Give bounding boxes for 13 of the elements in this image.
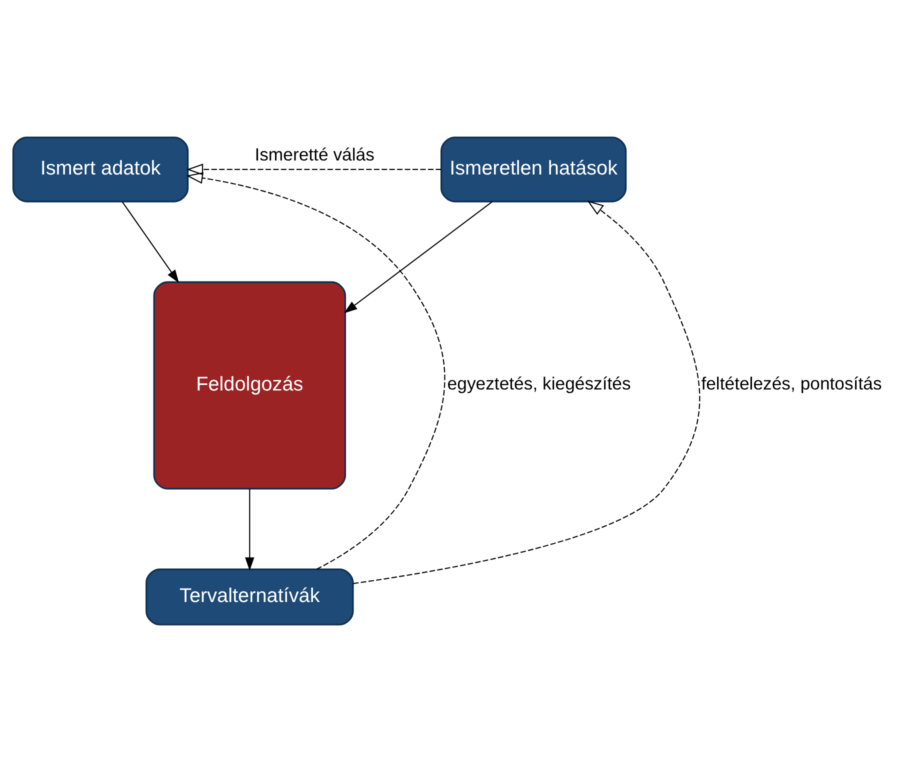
node-box: Ismert adatok [12,136,189,202]
node-box: Ismeretlen hatások [440,136,627,202]
edge-label: Ismeretté válás [254,144,374,164]
arrow [344,200,493,313]
arrow [245,488,254,570]
arrow [186,163,442,175]
edge-label: egyeztetés, kiegészítés [447,373,631,394]
node-box: Tervalternatívák [146,568,354,625]
arrow [122,200,180,283]
arrow [186,172,446,570]
node-box: Feldolgozás [153,280,346,490]
edge-label: feltételezés, pontosítás [701,373,882,394]
arrow [353,200,700,584]
